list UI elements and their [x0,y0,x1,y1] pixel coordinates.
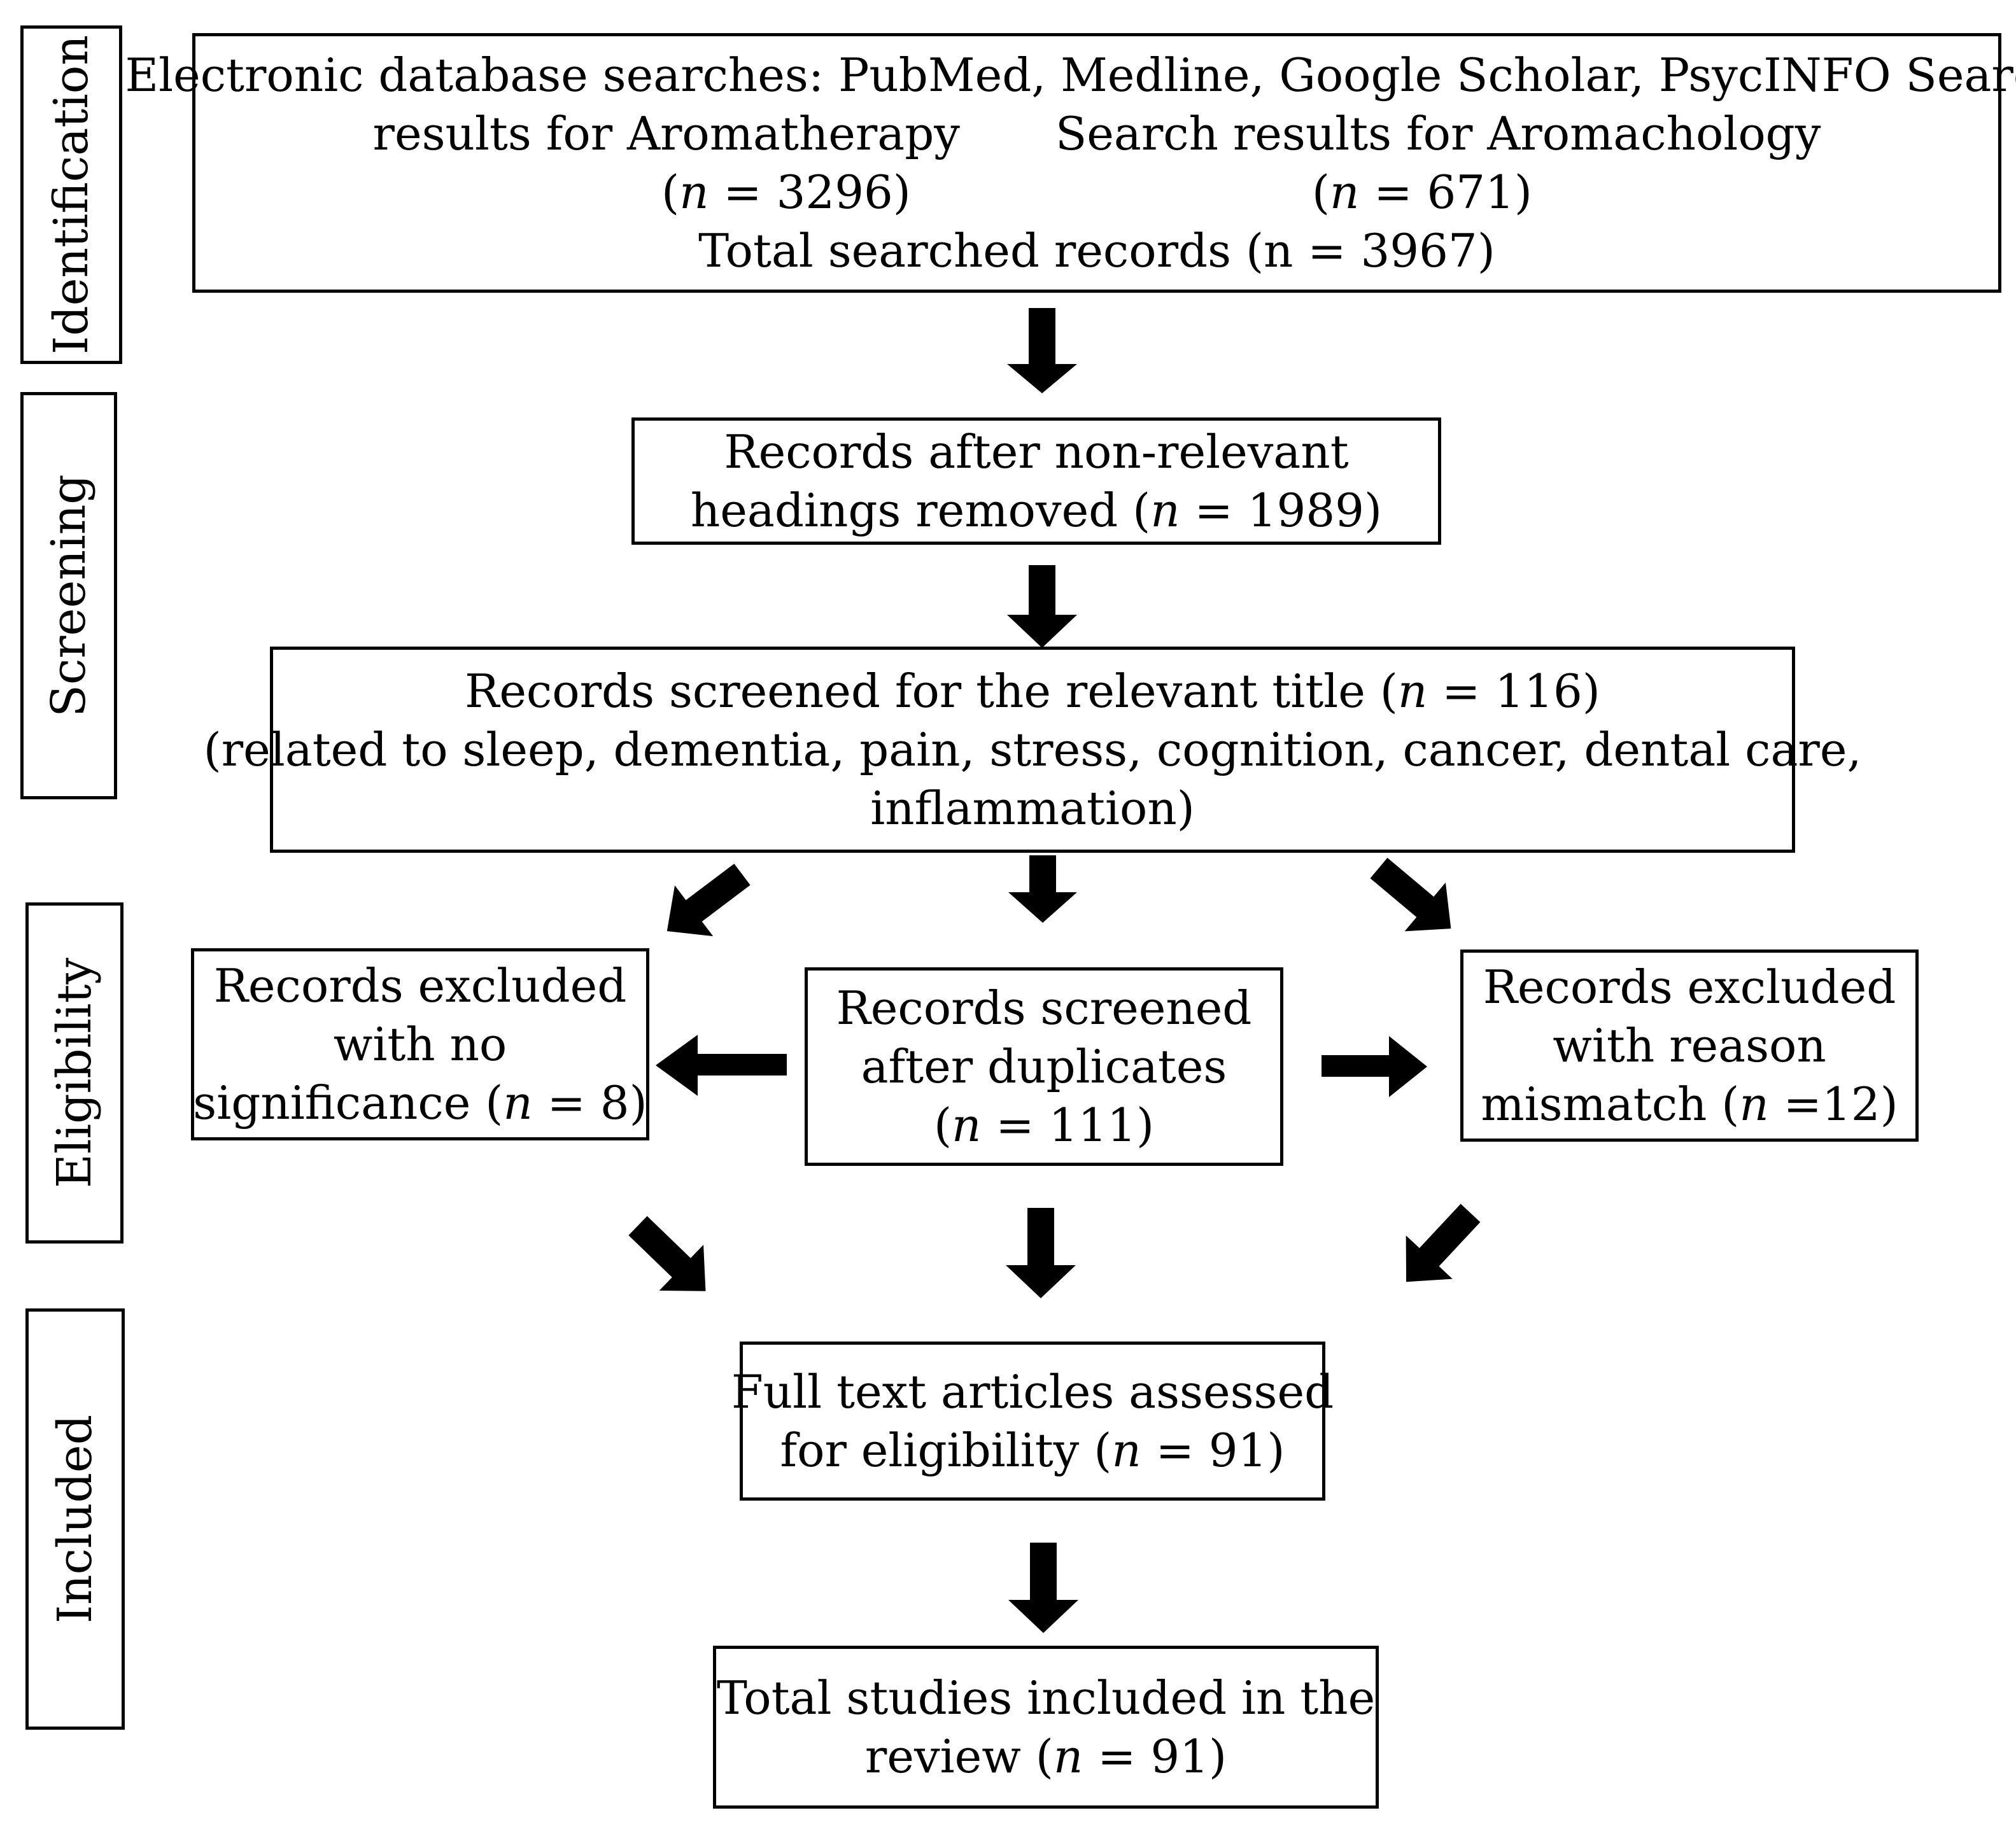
excluded-no-sig-line2: with no [333,1018,507,1071]
aromatherapy-count: = 3296) [723,165,911,219]
n-symbol: n [1330,165,1360,219]
search-results-labels: results for Aromatherapy Search results f… [373,104,1821,163]
nonrelevant-prefix: headings removed ( [690,484,1151,537]
excluded-no-sig-count: = 8) [532,1076,647,1130]
n-symbol: n [1053,1730,1083,1783]
excluded-no-sig-line3: significance (n = 8) [193,1074,647,1132]
after-duplicates-box: Records screened after duplicates (n = 1… [805,967,1283,1166]
arrow-right [1322,1036,1427,1097]
aromachology-label: Search results for Aromachology [1055,107,1821,160]
stage-screening: Screening [20,392,117,799]
arrow-down-1 [1007,308,1077,393]
fulltext-count: = 91) [1141,1424,1285,1477]
title-screened-topics: (related to sleep, dementia, pain, stres… [203,723,1862,776]
included-prefix: review ( [864,1730,1054,1783]
nonrelevant-count: = 1989) [1180,484,1383,537]
excluded-no-sig-prefix: significance ( [193,1076,504,1130]
n-symbol: n [1739,1077,1769,1131]
aromachology-count: = 671) [1374,165,1532,219]
excluded-no-significance-box: Records excluded with no significance (n… [191,948,649,1140]
fulltext-line1: Full text articles assessed [731,1365,1334,1419]
arrow-down-4 [1006,1208,1076,1298]
title-screened-box: Records screened for the relevant title … [204,647,1861,853]
n-symbol: n [1397,664,1428,718]
arrow-down-3 [1008,855,1077,923]
title-screened-count: = 116) [1427,664,1600,718]
n-symbol: n [952,1098,982,1152]
search-sources-text: Electronic database searches: PubMed, Me… [125,48,2016,102]
fulltext-prefix: for eligibility ( [780,1424,1112,1477]
title-screened-line1: Records screened for the relevant title … [465,662,1600,720]
included-line1: Total studies included in the [716,1671,1376,1725]
after-duplicates-line2: after duplicates [861,1040,1227,1093]
nonrelevant-line2: headings removed (n = 1989) [691,481,1382,540]
after-duplicates-prefix: ( [933,1098,952,1152]
n-symbol: n [679,165,709,219]
arrow-down-5 [1008,1543,1078,1633]
excluded-mismatch-count: =12) [1768,1077,1898,1131]
nonrelevant-removed-box: Records after non-relevant headings remo… [631,417,1441,545]
arrow-down-2 [1007,565,1077,648]
fulltext-assessed-box: Full text articles assessed for eligibil… [731,1342,1334,1501]
search-total-text: Total searched records (n = 3967) [698,224,1495,277]
after-duplicates-count: = 111) [981,1098,1155,1152]
excluded-mismatch-prefix: mismatch ( [1481,1077,1740,1131]
n-symbol: n [503,1076,533,1130]
search-results-counts: (n = 3296)(n = 671) [661,165,1532,219]
aromatherapy-label: results for Aromatherapy [372,107,960,160]
nonrelevant-line1: Records after non-relevant [724,425,1349,479]
arrow-diag-right-lower [628,1216,706,1291]
stage-eligibility: Eligibility [25,902,123,1244]
n-symbol: n [1150,484,1180,537]
excluded-mismatch-line3: mismatch (n =12) [1481,1075,1898,1133]
included-line2: review (n = 91) [865,1727,1227,1786]
excluded-mismatch-box: Records excluded with reason mismatch (n… [1460,950,1919,1142]
stage-included: Included [25,1308,125,1730]
after-duplicates-line1: Records screened [836,981,1252,1035]
stage-identification: Identification [20,25,122,364]
after-duplicates-line3: (n = 111) [934,1096,1154,1154]
studies-included-box: Total studies included in the review (n … [713,1646,1379,1809]
n-symbol: n [1111,1424,1141,1477]
search-records-box: Electronic database searches: PubMed, Me… [125,33,2016,293]
excluded-mismatch-line1: Records excluded [1483,960,1896,1014]
arrow-left [656,1035,787,1096]
arrow-diag-left-lower [1406,1203,1481,1282]
included-count: = 91) [1083,1730,1227,1783]
excluded-no-sig-line1: Records excluded [213,959,627,1013]
title-screened-prefix: Records screened for the relevant title … [465,664,1398,718]
excluded-mismatch-line2: with reason [1553,1019,1826,1072]
arrow-diag-left-upper [666,864,751,937]
arrow-diag-right-upper [1370,857,1451,932]
fulltext-line2: for eligibility (n = 91) [780,1421,1285,1480]
title-screened-topics-end: inflammation) [870,781,1195,835]
